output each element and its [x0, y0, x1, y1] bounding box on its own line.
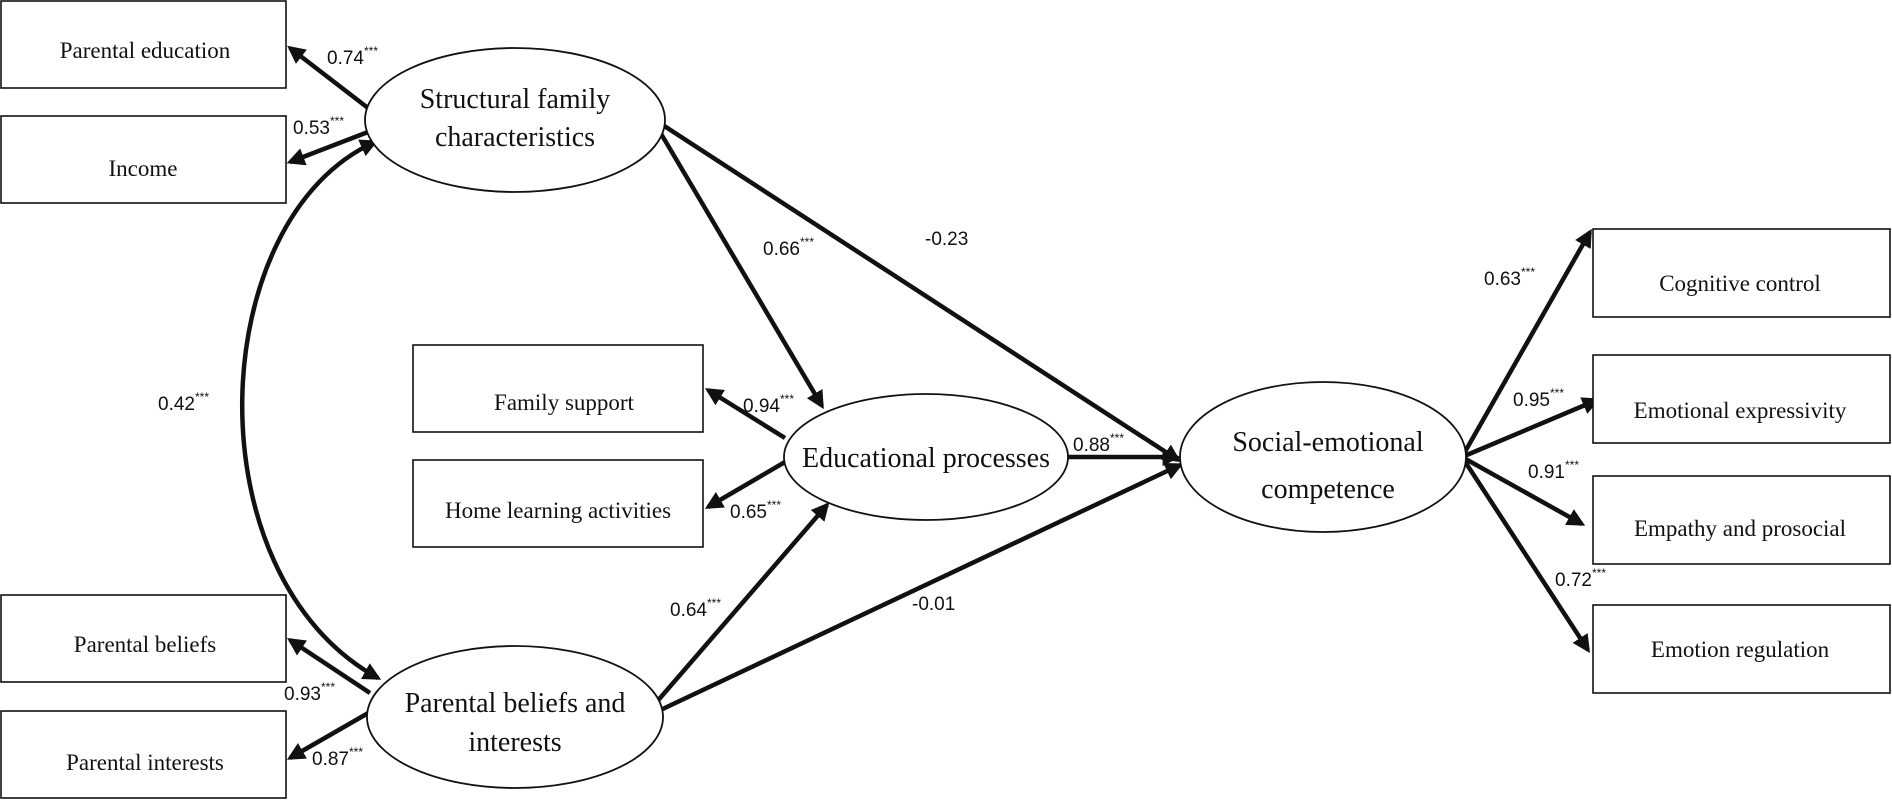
arrow-sec-to-empathy-prosocial — [1460, 455, 1586, 526]
arrow-sec-to-cognitive-control — [1460, 228, 1592, 459]
coef-structural-to-educational: 0.66*** — [763, 235, 814, 260]
box-empathy-prosocial: Empathy and prosocial — [1592, 475, 1891, 565]
arrow-structural-to-educational — [658, 130, 824, 410]
latent-educational-processes: Educational processes — [783, 393, 1069, 521]
coef-beliefs-to-sec: -0.01 — [912, 594, 955, 615]
arrow-educational-to-family-support — [704, 388, 787, 440]
coef-structural-to-sec: -0.23 — [925, 229, 968, 250]
box-emotional-expressivity: Emotional expressivity — [1592, 354, 1891, 444]
latent-parental-beliefs-and-interests: Parental beliefs and interests — [366, 645, 664, 789]
box-label: Empathy and prosocial — [1634, 516, 1846, 541]
box-home-learning-activities: Home learning activities — [412, 459, 704, 548]
coefficients: 0.74*** 0.53*** 0.42*** 0.66*** -0.23 0.… — [158, 44, 1606, 770]
latent-label-line2: competence — [1261, 474, 1395, 505]
box-income: Income — [0, 115, 287, 204]
paths — [240, 45, 1601, 760]
box-label: Emotion regulation — [1651, 637, 1830, 662]
coef-home-learning: 0.65*** — [730, 498, 781, 523]
coef-structural-beliefs-covariance: 0.42*** — [158, 390, 209, 415]
box-label: Income — [109, 156, 178, 181]
box-parental-interests: Parental interests — [0, 710, 287, 799]
latent-label: Educational processes — [802, 443, 1050, 474]
arrow-structural-beliefs-covariance — [240, 139, 382, 680]
box-label: Parental education — [60, 38, 231, 63]
arrow-sec-to-emotion-regulation — [1460, 455, 1590, 654]
latent-structural-family-characteristics: Structural family characteristics — [364, 47, 666, 193]
box-label: Emotional expressivity — [1634, 398, 1847, 423]
coef-cognitive-control: 0.63*** — [1484, 265, 1535, 290]
box-label: Parental interests — [66, 750, 224, 775]
arrow-sec-to-emotional-expressivity — [1461, 397, 1601, 460]
coef-emotion-regulation: 0.72*** — [1555, 566, 1606, 591]
arrow-structural-to-parental-education — [287, 45, 370, 110]
arrow-structural-to-sec — [650, 116, 1182, 462]
box-label: Parental beliefs — [74, 632, 216, 657]
box-parental-beliefs: Parental beliefs — [0, 594, 287, 683]
latent-label-line2: interests — [468, 727, 561, 758]
coef-family-support: 0.94*** — [743, 392, 794, 417]
latent-label-line2: characteristics — [435, 122, 595, 153]
latent-label-line1: Social-emotional — [1232, 427, 1424, 458]
coef-educational-to-sec: 0.88*** — [1073, 431, 1124, 456]
arrow-structural-to-income — [286, 129, 369, 166]
arrow-beliefs-to-parental-interests — [286, 710, 372, 760]
arrow-beliefs-to-parental-beliefs — [286, 638, 372, 695]
latent-social-emotional-competence: Social-emotional competence — [1179, 381, 1467, 533]
coef-parental-beliefs: 0.93*** — [284, 680, 335, 705]
latent-label-line1: Parental beliefs and — [405, 688, 626, 719]
box-parental-education: Parental education — [0, 0, 287, 89]
coef-income: 0.53*** — [293, 114, 344, 139]
arrow-beliefs-to-sec — [651, 462, 1184, 717]
coef-empathy-prosocial: 0.91*** — [1528, 458, 1579, 483]
coef-parental-interests: 0.87*** — [312, 745, 363, 770]
box-family-support: Family support — [412, 344, 704, 433]
box-cognitive-control: Cognitive control — [1592, 228, 1891, 318]
arrow-beliefs-to-educational — [646, 502, 830, 714]
coef-beliefs-to-educational: 0.64*** — [670, 596, 721, 621]
box-label: Family support — [494, 390, 635, 415]
box-label: Cognitive control — [1659, 271, 1821, 296]
box-label: Home learning activities — [445, 498, 671, 523]
box-emotion-regulation: Emotion regulation — [1592, 604, 1891, 694]
coef-parental-education: 0.74*** — [327, 44, 378, 69]
arrow-educational-to-home-learning — [704, 460, 787, 509]
coef-emotional-expressivity: 0.95*** — [1513, 386, 1564, 411]
latent-label-line1: Structural family — [420, 84, 611, 115]
